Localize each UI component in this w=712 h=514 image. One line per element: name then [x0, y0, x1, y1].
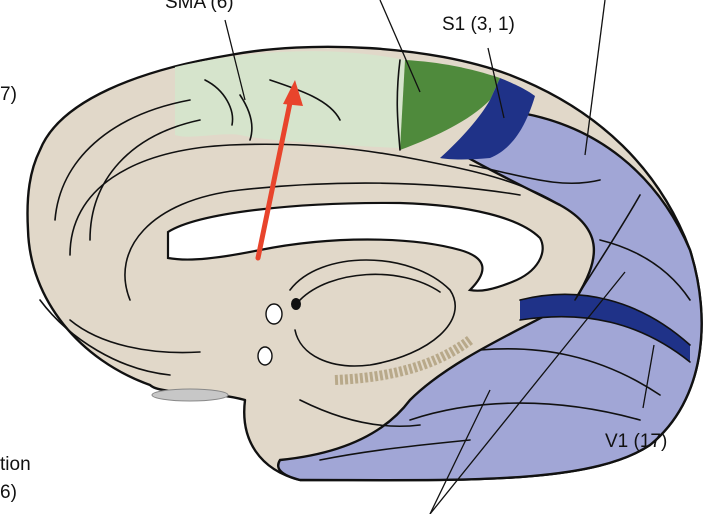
- hippocampal-band: [334, 335, 473, 385]
- premotor-leader: [379, 0, 421, 93]
- left-partial-label-bottom-1: tion: [0, 454, 31, 475]
- sma-fold-2: [269, 79, 341, 121]
- red-up-arrow: [283, 80, 303, 106]
- association-cortex: [277, 108, 703, 482]
- temporal-fold: [299, 399, 421, 428]
- premotor-region: [400, 60, 500, 150]
- left-partial-label-top: 7): [0, 84, 17, 105]
- frontal-fold-3: [39, 299, 171, 376]
- corpus-callosum: [166, 201, 544, 292]
- s1-label: S1 (3, 1): [442, 14, 515, 35]
- optic-chiasm: [257, 346, 273, 366]
- frontal-fold-4: [69, 319, 201, 354]
- s1-leader: [487, 47, 505, 119]
- frontal-fold-2: [89, 119, 201, 241]
- central-sulcus: [396, 59, 401, 151]
- paracentral-fold: [239, 94, 253, 141]
- superior-frontal-fold: [54, 99, 191, 221]
- v1-band: [520, 294, 690, 362]
- collateral-fold: [319, 439, 471, 461]
- thalamus-outline: [289, 259, 456, 367]
- parieto-occipital-sulcus: [574, 194, 641, 301]
- occipitotemporal-fold: [409, 402, 641, 421]
- sma-leader: [224, 19, 246, 101]
- v1-leader: [642, 344, 655, 409]
- anterior-commissure: [265, 303, 283, 325]
- sma-fold-1: [204, 79, 234, 126]
- cuneus-fold: [599, 239, 691, 301]
- s1-region: [440, 78, 535, 160]
- interventricular-foramen: [291, 298, 301, 310]
- precuneus-fold: [469, 164, 601, 185]
- calcarine-fold-2: [519, 315, 691, 363]
- sma-label: SMA (6): [165, 0, 234, 13]
- arrow-shaft: [255, 95, 294, 261]
- visual-leader-1: [429, 271, 626, 514]
- lingual-fold: [479, 348, 661, 396]
- left-partial-label-bottom-2: 6): [0, 482, 17, 503]
- callosal-sulcus: [124, 182, 521, 301]
- association-leader: [584, 0, 606, 156]
- fornix-outline: [299, 273, 441, 301]
- pituitary: [151, 388, 229, 402]
- v1-label: V1 (17): [605, 431, 667, 452]
- calcarine-fold: [519, 293, 691, 346]
- visual-leader-2: [429, 389, 491, 514]
